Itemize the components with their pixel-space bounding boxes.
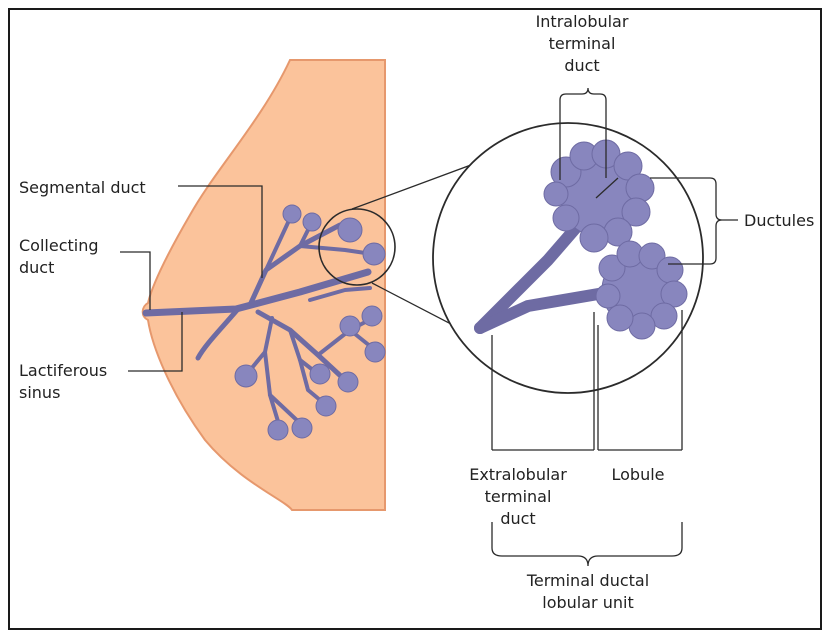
label-line: Extralobular (469, 465, 567, 484)
label-line: Intralobular (536, 12, 629, 31)
label-segmental-duct: Segmental duct (19, 178, 146, 197)
lobule-cluster (303, 213, 321, 231)
tdlu-brace (492, 522, 682, 566)
label-line: terminal (549, 34, 616, 53)
lobule-cluster (362, 306, 382, 326)
label-line: Lactiferous (19, 361, 107, 380)
label-line: duct (500, 509, 535, 528)
lobule-cluster (268, 420, 288, 440)
label-lobule: Lobule (611, 465, 664, 484)
label-line: lobular unit (542, 593, 633, 612)
label-ductules: Ductules (744, 211, 814, 230)
label-line: sinus (19, 383, 60, 402)
collecting-leader (120, 252, 150, 310)
lobule-cluster (310, 364, 330, 384)
label-line: Ductules (744, 211, 814, 230)
lobule-cluster (365, 342, 385, 362)
label-line: Lobule (611, 465, 664, 484)
label-extralobular-terminal-duct: Extralobular terminal duct (469, 465, 567, 528)
lobule-cluster (338, 218, 362, 242)
lobule-cluster (292, 418, 312, 438)
label-line: duct (19, 258, 54, 277)
breast-shape (143, 60, 385, 510)
label-line: Terminal ductal (526, 571, 649, 590)
label-line: duct (564, 56, 599, 75)
lobule-cluster (363, 243, 385, 265)
lobule-cluster (235, 365, 257, 387)
label-line: Segmental duct (19, 178, 146, 197)
label-lactiferous-sinus: Lactiferous sinus (19, 361, 107, 402)
label-collecting-duct: Collecting duct (19, 236, 99, 277)
label-line: Collecting (19, 236, 99, 255)
label-terminal-ductal-lobular-unit: Terminal ductal lobular unit (526, 571, 649, 612)
label-intralobular-terminal-duct: Intralobular terminal duct (536, 12, 629, 75)
lobule-cluster (283, 205, 301, 223)
lobule-cluster (340, 316, 360, 336)
label-line: terminal (485, 487, 552, 506)
lobule-cluster (316, 396, 336, 416)
lobule-cluster (338, 372, 358, 392)
